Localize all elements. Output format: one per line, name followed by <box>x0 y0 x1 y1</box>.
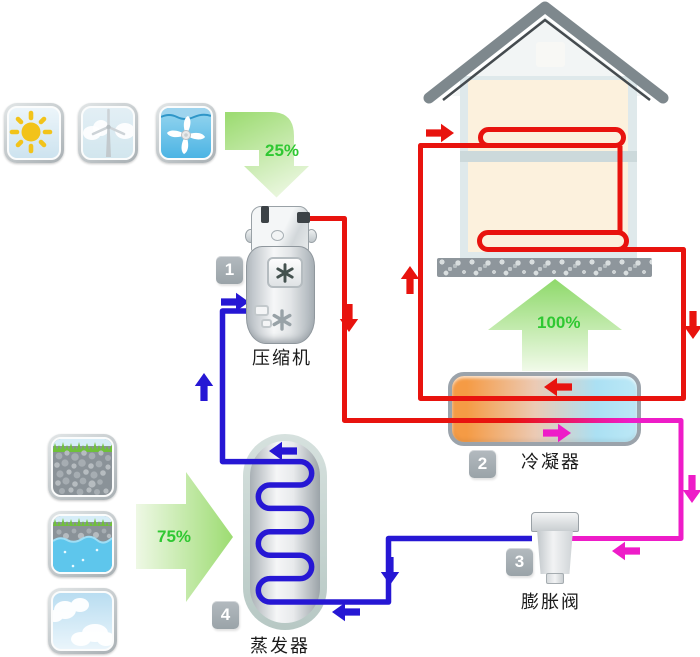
sun-glyph <box>9 110 53 154</box>
snowflake-icon <box>276 262 294 283</box>
sun-icon <box>4 103 64 163</box>
badge-condenser: 2 <box>469 450 496 478</box>
house-floor-slab <box>460 151 637 162</box>
badge-compressor: 1 <box>216 256 243 284</box>
groundwater-icon-face <box>51 514 114 574</box>
compressor-discharge-fitting <box>297 212 310 223</box>
air-cloud-icon <box>48 588 117 654</box>
badge-expansion-valve: 3 <box>506 548 533 576</box>
condenser-label: 冷凝器 <box>521 452 581 472</box>
cloud-glyph <box>53 598 112 646</box>
groundwater-icon <box>48 511 117 577</box>
air-icon-face <box>51 591 114 651</box>
expansion-valve-body <box>537 531 573 574</box>
badge-evaporator: 4 <box>212 601 239 629</box>
arrow-right-into-house <box>426 123 454 143</box>
arrow-down-cold <box>380 557 400 585</box>
arrow-down-warm-liquid <box>682 475 700 503</box>
gable-window <box>536 42 565 67</box>
house-interior <box>468 80 628 252</box>
percent-ground-75: 75% <box>157 527 192 546</box>
ground-icon-face <box>51 437 114 497</box>
condenser-vessel <box>448 372 641 446</box>
compressor-port <box>271 230 284 241</box>
water-turbine-icon <box>156 103 216 163</box>
water-turbine-face <box>159 106 213 160</box>
house-foundation <box>437 258 652 277</box>
percent-ambient-25: 25% <box>265 141 300 160</box>
sun-icon-face <box>7 106 61 160</box>
expansion-valve-nub <box>546 573 564 584</box>
floor-heating-coil <box>477 230 629 252</box>
ground-glyph <box>53 439 112 495</box>
arrow-left-to-valve <box>612 541 640 561</box>
wind-turbine-icon <box>78 103 138 163</box>
arrow-right-into-compressor <box>221 292 249 312</box>
snowflake-icon-small <box>270 308 294 337</box>
percent-heat-100: 100% <box>537 313 581 332</box>
compressor-slot <box>261 206 269 223</box>
compressor-plate <box>254 305 269 316</box>
expansion-valve-cap <box>531 512 579 532</box>
evaporator-label: 蒸发器 <box>250 636 310 656</box>
radiator-coil <box>478 127 626 148</box>
compressor-emblem <box>267 257 303 288</box>
arrow-up-water-supply <box>400 266 420 294</box>
arrow-up-suction <box>194 373 214 401</box>
arrow-left-into-evaporator <box>332 602 360 622</box>
arrow-down-water-return <box>683 311 700 339</box>
wind-icon-face <box>81 106 135 160</box>
arrow-down-hot-gas <box>339 304 359 332</box>
expansion-valve-label: 膨胀阀 <box>521 592 581 612</box>
groundwater-glyph <box>53 516 112 572</box>
evaporator-vessel-inner <box>250 441 320 623</box>
compressor-label: 压缩机 <box>252 348 312 368</box>
wind-turbine-glyph <box>83 108 133 157</box>
water-turbine-glyph <box>161 108 211 154</box>
ground-icon <box>48 434 117 500</box>
